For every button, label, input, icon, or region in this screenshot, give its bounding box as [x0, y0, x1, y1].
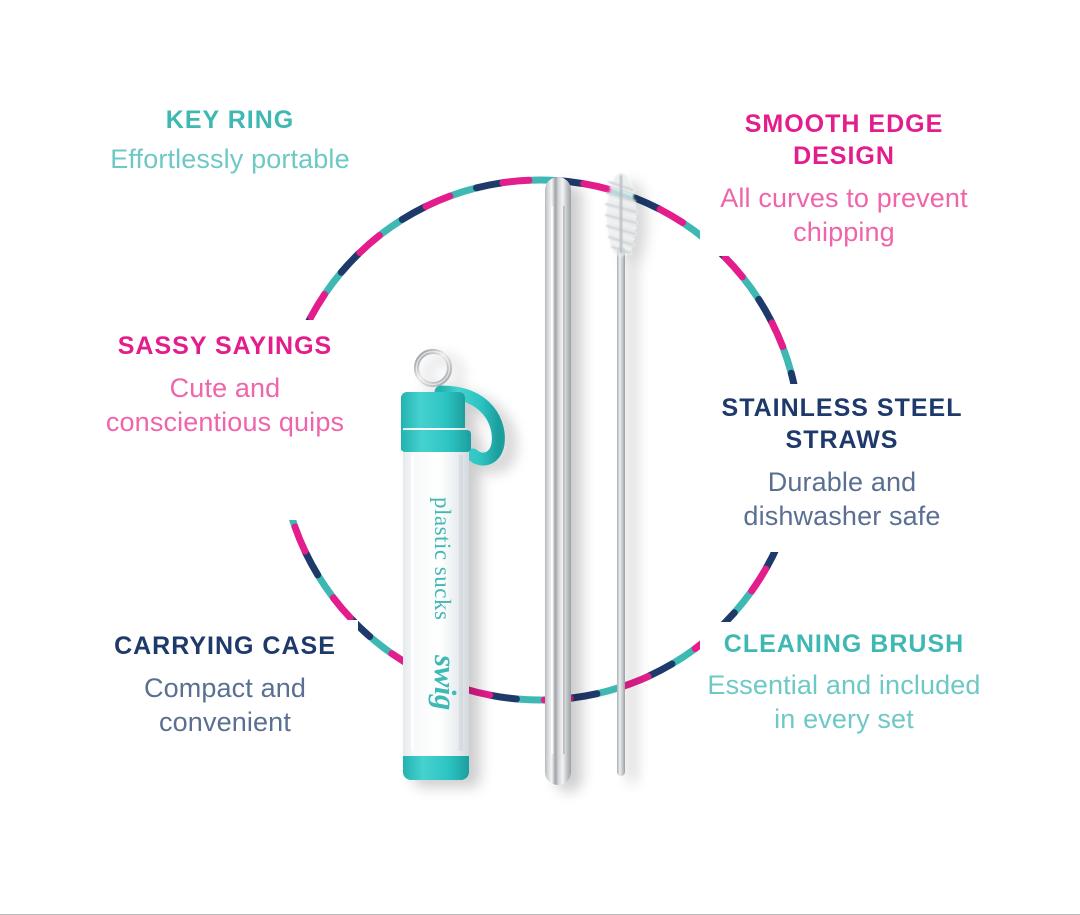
callout-key-ring-desc: Effortlessly portable [110, 144, 350, 174]
callout-smooth-edge-design-title: SMOOTH EDGE DESIGN [744, 110, 944, 170]
key-ring [413, 348, 453, 388]
callout-carrying-case-title: CARRYING CASE [114, 632, 336, 660]
callout-stainless-steel-straws-desc: Durable and dishwasher safe [743, 467, 941, 532]
callout-sassy-sayings-title: SASSY SAYINGS [117, 332, 333, 360]
callout-sassy-sayings: SASSY SAYINGS Cute and conscientious qui… [105, 330, 345, 439]
callout-key-ring: KEY RING Effortlessly portable [110, 108, 350, 173]
callout-smooth-edge-design: SMOOTH EDGE DESIGN All curves to prevent… [710, 108, 978, 249]
carrying-case: plastic sucks swig [401, 348, 505, 780]
callout-carrying-case: CARRYING CASE Compact and convenient [105, 630, 345, 739]
callout-carrying-case-desc: Compact and convenient [143, 673, 307, 738]
case-strap [434, 385, 505, 466]
callout-sassy-sayings-desc: Cute and conscientious quips [105, 373, 345, 438]
case-slogan-text: plastic sucks [430, 497, 455, 620]
callout-stainless-steel-straws-title: STAINLESS STEEL STRAWS [721, 394, 963, 454]
callout-cleaning-brush-desc: Essential and included in every set [707, 670, 981, 735]
case-base [403, 756, 469, 780]
callout-stainless-steel-straws: STAINLESS STEEL STRAWS Durable and dishw… [706, 392, 978, 533]
cleaning-brush [604, 173, 638, 776]
callout-cleaning-brush-title: CLEANING BRUSH [723, 630, 965, 658]
callout-key-ring-title: KEY RING [165, 106, 295, 134]
case-brand-text: swig [428, 654, 463, 710]
case-collar [401, 430, 471, 452]
callout-cleaning-brush: CLEANING BRUSH Essential and included in… [706, 632, 982, 736]
callout-smooth-edge-design-desc: All curves to prevent chipping [720, 183, 968, 248]
case-body [403, 428, 469, 780]
stainless-steel-straw [545, 177, 571, 785]
